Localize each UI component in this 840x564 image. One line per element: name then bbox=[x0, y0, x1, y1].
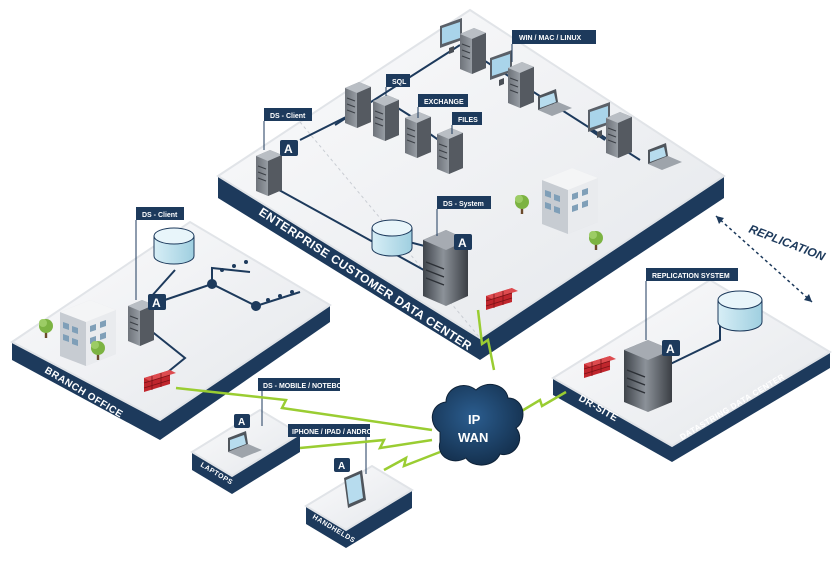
tag-ds-client-enterprise: DS - Client bbox=[263, 108, 312, 150]
enterprise-building bbox=[542, 168, 598, 234]
svg-text:DS - Client: DS - Client bbox=[270, 113, 306, 120]
desktop-tower-3 bbox=[605, 111, 633, 159]
svg-text:A: A bbox=[458, 236, 467, 250]
ds-system-logo-badge: A bbox=[454, 234, 472, 250]
svg-text:DS - MOBILE / NOTEBOOK: DS - MOBILE / NOTEBOOK bbox=[263, 383, 352, 390]
replication-system-server bbox=[624, 340, 672, 412]
exchange-server bbox=[404, 111, 432, 159]
svg-text:DS - Client: DS - Client bbox=[142, 212, 178, 219]
desktop-tower-1 bbox=[459, 27, 487, 75]
svg-text:SQL: SQL bbox=[392, 79, 407, 86]
tag-sql: SQL bbox=[385, 74, 410, 96]
branch-building bbox=[60, 300, 116, 366]
branch-office-platform bbox=[10, 220, 332, 440]
replication-label: REPLICATION bbox=[747, 222, 827, 264]
branch-network-nodes bbox=[207, 260, 294, 311]
laptops-logo-badge: A bbox=[234, 414, 250, 428]
sql-server-1 bbox=[344, 81, 372, 129]
tag-win-mac-linux: WIN / MAC / LINUX bbox=[511, 30, 596, 62]
svg-text:A: A bbox=[152, 296, 161, 310]
sql-server-2 bbox=[372, 94, 400, 142]
tag-iphone-ipad-android: IPHONE / IPAD / ANDROID bbox=[288, 424, 379, 474]
svg-text:A: A bbox=[284, 142, 293, 156]
enterprise-platform bbox=[216, 8, 726, 360]
tablet-device bbox=[344, 470, 366, 508]
ds-client-server bbox=[255, 149, 283, 197]
svg-text:REPLICATION SYSTEM: REPLICATION SYSTEM bbox=[652, 273, 730, 280]
branch-logo-badge: A bbox=[148, 294, 166, 310]
replication-arrow bbox=[715, 215, 813, 303]
wan-links bbox=[175, 309, 567, 472]
tag-ds-client-branch: DS - Client bbox=[135, 207, 184, 300]
wan-label-wan: WAN bbox=[458, 430, 488, 445]
svg-text:A: A bbox=[666, 342, 675, 356]
desktop-tower-2 bbox=[507, 61, 535, 109]
svg-text:A: A bbox=[338, 461, 345, 472]
dr-storage-disk bbox=[717, 290, 763, 332]
tag-exchange: EXCHANGE bbox=[417, 94, 468, 118]
svg-text:IPHONE / IPAD / ANDROID: IPHONE / IPAD / ANDROID bbox=[292, 429, 379, 436]
dr-data-line bbox=[661, 320, 721, 369]
files-server bbox=[436, 127, 464, 175]
branch-storage-disk bbox=[153, 227, 195, 265]
wan-label-ip: IP bbox=[468, 412, 481, 427]
svg-text:EXCHANGE: EXCHANGE bbox=[424, 99, 464, 106]
dr-logo-badge: A bbox=[662, 340, 680, 356]
svg-text:DS - System: DS - System bbox=[443, 201, 484, 208]
enterprise-storage-disk bbox=[371, 219, 413, 257]
ip-wan-cloud: IP WAN bbox=[431, 383, 524, 466]
handhelds-logo-badge: A bbox=[334, 458, 350, 472]
svg-text:FILES: FILES bbox=[458, 117, 478, 124]
svg-text:WIN / MAC / LINUX: WIN / MAC / LINUX bbox=[519, 35, 582, 42]
tag-ds-system: DS - System bbox=[436, 196, 491, 236]
ds-client-logo-badge: A bbox=[280, 140, 298, 156]
tag-files: FILES bbox=[451, 112, 482, 134]
tag-replication-system: REPLICATION SYSTEM bbox=[645, 268, 738, 340]
svg-text:A: A bbox=[238, 417, 245, 428]
